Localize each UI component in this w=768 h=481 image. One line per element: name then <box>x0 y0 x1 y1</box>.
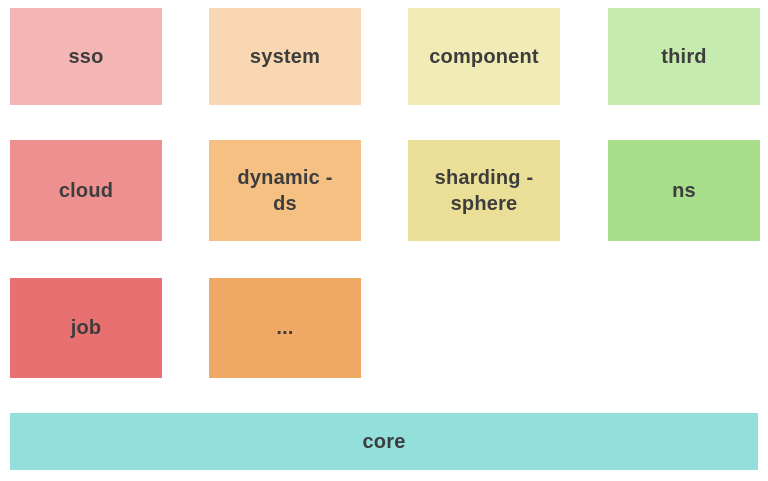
box-more-label: ... <box>276 317 294 339</box>
box-more: ... <box>209 278 361 378</box>
box-cloud: cloud <box>10 140 162 241</box>
box-core: core <box>10 413 758 470</box>
box-system-label: system <box>249 45 321 68</box>
box-third-label: third <box>661 45 707 68</box>
box-core-label: core <box>362 430 406 453</box>
box-sso: sso <box>10 8 162 105</box>
box-system: system <box>209 8 361 105</box>
box-job-label: job <box>70 317 102 339</box>
box-sharding-sphere-label: sharding - sphere <box>434 166 534 215</box>
box-component-label: component <box>429 45 539 68</box>
box-dynamic-ds-label: dynamic - ds <box>237 166 333 215</box>
box-sso-label: sso <box>68 45 104 68</box>
box-cloud-label: cloud <box>58 179 114 202</box>
box-sharding-sphere: sharding - sphere <box>408 140 560 241</box>
box-dynamic-ds: dynamic - ds <box>209 140 361 241</box>
box-job: job <box>10 278 162 378</box>
box-third: third <box>608 8 760 105</box>
box-component: component <box>408 8 560 105</box>
box-ns: ns <box>608 140 760 241</box>
box-ns-label: ns <box>672 179 696 202</box>
